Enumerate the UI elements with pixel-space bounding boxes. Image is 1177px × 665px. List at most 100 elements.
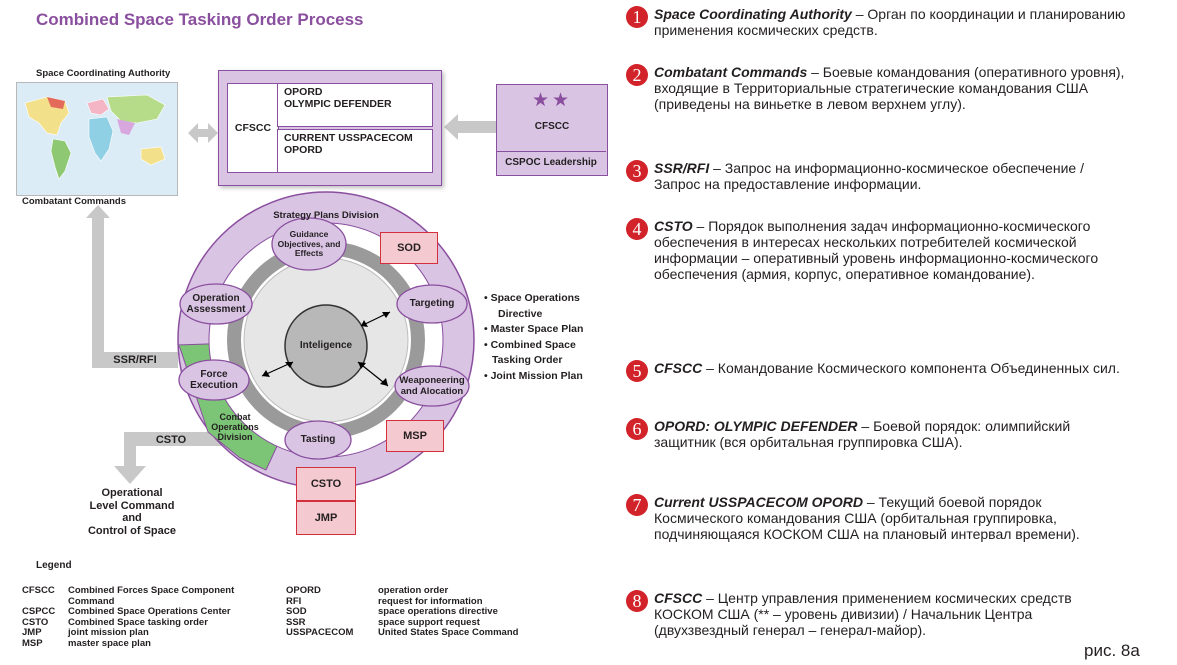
intelligence-label: Inteligence [299,340,353,351]
world-map [16,82,178,196]
bullet-csto: • Combined Space Tasking Order [484,339,583,367]
bullet-jmp-line1: • Joint Mission Plan [484,369,583,382]
guidance-line2: Objectives, and [277,238,341,249]
bullet-msp-line1: • Master Space Plan [484,323,584,335]
legend-title: Legend [36,560,72,571]
note-keyword: SSR/RFI [654,160,710,176]
guidance-ellipse [271,217,347,271]
legend-def: United States Space Command [378,627,519,638]
weaponeering-line1: Weaponeering [399,375,465,386]
note-8: 8 CFSCC – Центр управления применением к… [626,590,1116,638]
tasting-ellipse [284,420,352,460]
opord-current-box: CURRENT USSPACECOM OPORD [277,129,433,173]
legend-abbr: RFI [286,595,302,607]
legend-def: Combined Forces Space Component [68,585,235,596]
note-keyword: Current USSPACECOM OPORD [654,494,863,510]
number-badge: 5 [626,360,648,382]
cspoc-panel: ★★ CFSCC CSPOC Leadership [496,84,608,176]
cspoc-cfscc-label: CFSCC [534,121,570,132]
cspoc-leadership-label: CSPOC Leadership [496,151,606,174]
bullet-msp: • Master Space Plan [484,323,583,336]
cc-label: Combatant Commands [22,196,126,207]
guidance-line1: Guidance [289,229,329,239]
operational-line4: Control of Space [87,524,176,537]
note-keyword: CFSCC [654,360,703,376]
note-keyword: OPORD: OLYMPIC DEFENDER [654,418,858,434]
note-keyword: CSTO [654,218,693,234]
note-3: 3 SSR/RFI – Запрос на информационно-косм… [626,160,1126,192]
legend-abbr: USSPACECOM [286,627,354,638]
assessment-line2: Assessment [186,304,246,315]
legend-def: Combined Space Operations Center [68,606,231,617]
ssr-arrow-icon [86,205,178,368]
note-text: – Центр управления применением космическ… [654,590,1072,638]
number-badge: 7 [626,494,648,516]
combat-division-label: Conbat Operations Division [202,412,268,442]
opord-line2: OLYMPIC DEFENDER [284,98,392,110]
operational-line2: Level Command [89,499,175,512]
ssr-rfi-label: SSR/RFI [113,354,157,366]
note-1: 1 Space Coordinating Authority – Орган п… [626,6,1126,38]
msp-box: MSP [386,420,444,452]
number-badge: 8 [626,590,648,612]
note-keyword: CFSCC [654,590,703,606]
bullet-jmp: • Joint Mission Plan [484,370,583,383]
number-badge: 3 [626,160,648,182]
assessment-line1: Operation [192,293,240,304]
legend-def: Combined Space tasking order [68,616,208,628]
note-6: 6 OPORD: OLYMPIC DEFENDER – Боевой поряд… [626,418,1126,450]
legend-left: CFSCC Combined Forces Space Component Com… [22,585,235,649]
force-line2: Execution [190,380,238,391]
legend-def: master space plan [68,637,151,649]
note-text: – Командование Космического компонента О… [702,360,1120,376]
assessment-ellipse [179,283,253,325]
guidance-label: Guidance Objectives, and Effects [268,229,350,259]
opord2-line1: CURRENT USSPACECOM [284,132,413,144]
legend-abbr: JMP [22,627,42,638]
sca-label: Space Coordinating Authority [36,68,171,79]
legend-def: request for information [378,595,483,607]
operational-line1: Operational [101,487,163,499]
sod-box: SOD [380,232,438,264]
legend-def: space operations directive [378,606,498,617]
bullet-csto-line2: Tasking Order [492,354,563,366]
targeting-label: Targeting [409,298,455,309]
opord-olympic-box: OPORD OLYMPIC DEFENDER [277,83,433,127]
legend-abbr: CFSCC [22,585,55,596]
jmp-box: JMP [296,501,356,535]
csto-arrow-icon [114,432,245,484]
force-ellipse [178,359,250,401]
weaponeering-line2: and Alocation [400,386,464,397]
legend-def: joint mission plan [68,627,149,638]
number-badge: 4 [626,218,648,240]
note-4: 4 CSTO – Порядок выполнения задач информ… [626,218,1126,282]
note-keyword: Space Coordinating Authority [654,6,852,22]
number-badge: 1 [626,6,648,28]
note-text: – Запрос на информационно-космическое об… [654,160,1084,192]
note-text: – Орган по координации и планированию пр… [654,6,1126,38]
combat-line1: Conbat [219,412,251,422]
number-badge: 2 [626,64,648,86]
products-list: • Space Operations Directive • Master Sp… [484,292,583,385]
legend-abbr: CSTO [22,616,49,628]
targeting-ellipse [396,284,468,324]
diagram-title: Combined Space Tasking Order Process [36,10,364,29]
legend-def: space support request [378,616,480,628]
note-5: 5 CFSCC – Командование Космического комп… [626,360,1126,382]
note-keyword: Combatant Commands [654,64,808,80]
bullet-sod-line1: • Space Operations [484,292,580,304]
number-badge: 6 [626,418,648,440]
star-icon: ★★ [531,90,573,111]
double-arrow-icon [188,123,218,143]
force-line1: Force [200,369,228,380]
legend-def: operation order [378,585,449,596]
legend-abbr: SSR [286,616,306,628]
figure-label: рис. 8а [1084,641,1140,660]
strategy-division-label: Strategy Plans Division [273,210,379,221]
opord2-line2: OPORD [284,144,323,156]
assessment-label: Operation Assessment [180,293,252,315]
left-arrow-icon [444,114,496,140]
operational-line3: and [122,512,142,524]
note-text: – Боевые командования (оперативного уров… [654,64,1125,112]
force-label: Force Execution [180,369,248,391]
